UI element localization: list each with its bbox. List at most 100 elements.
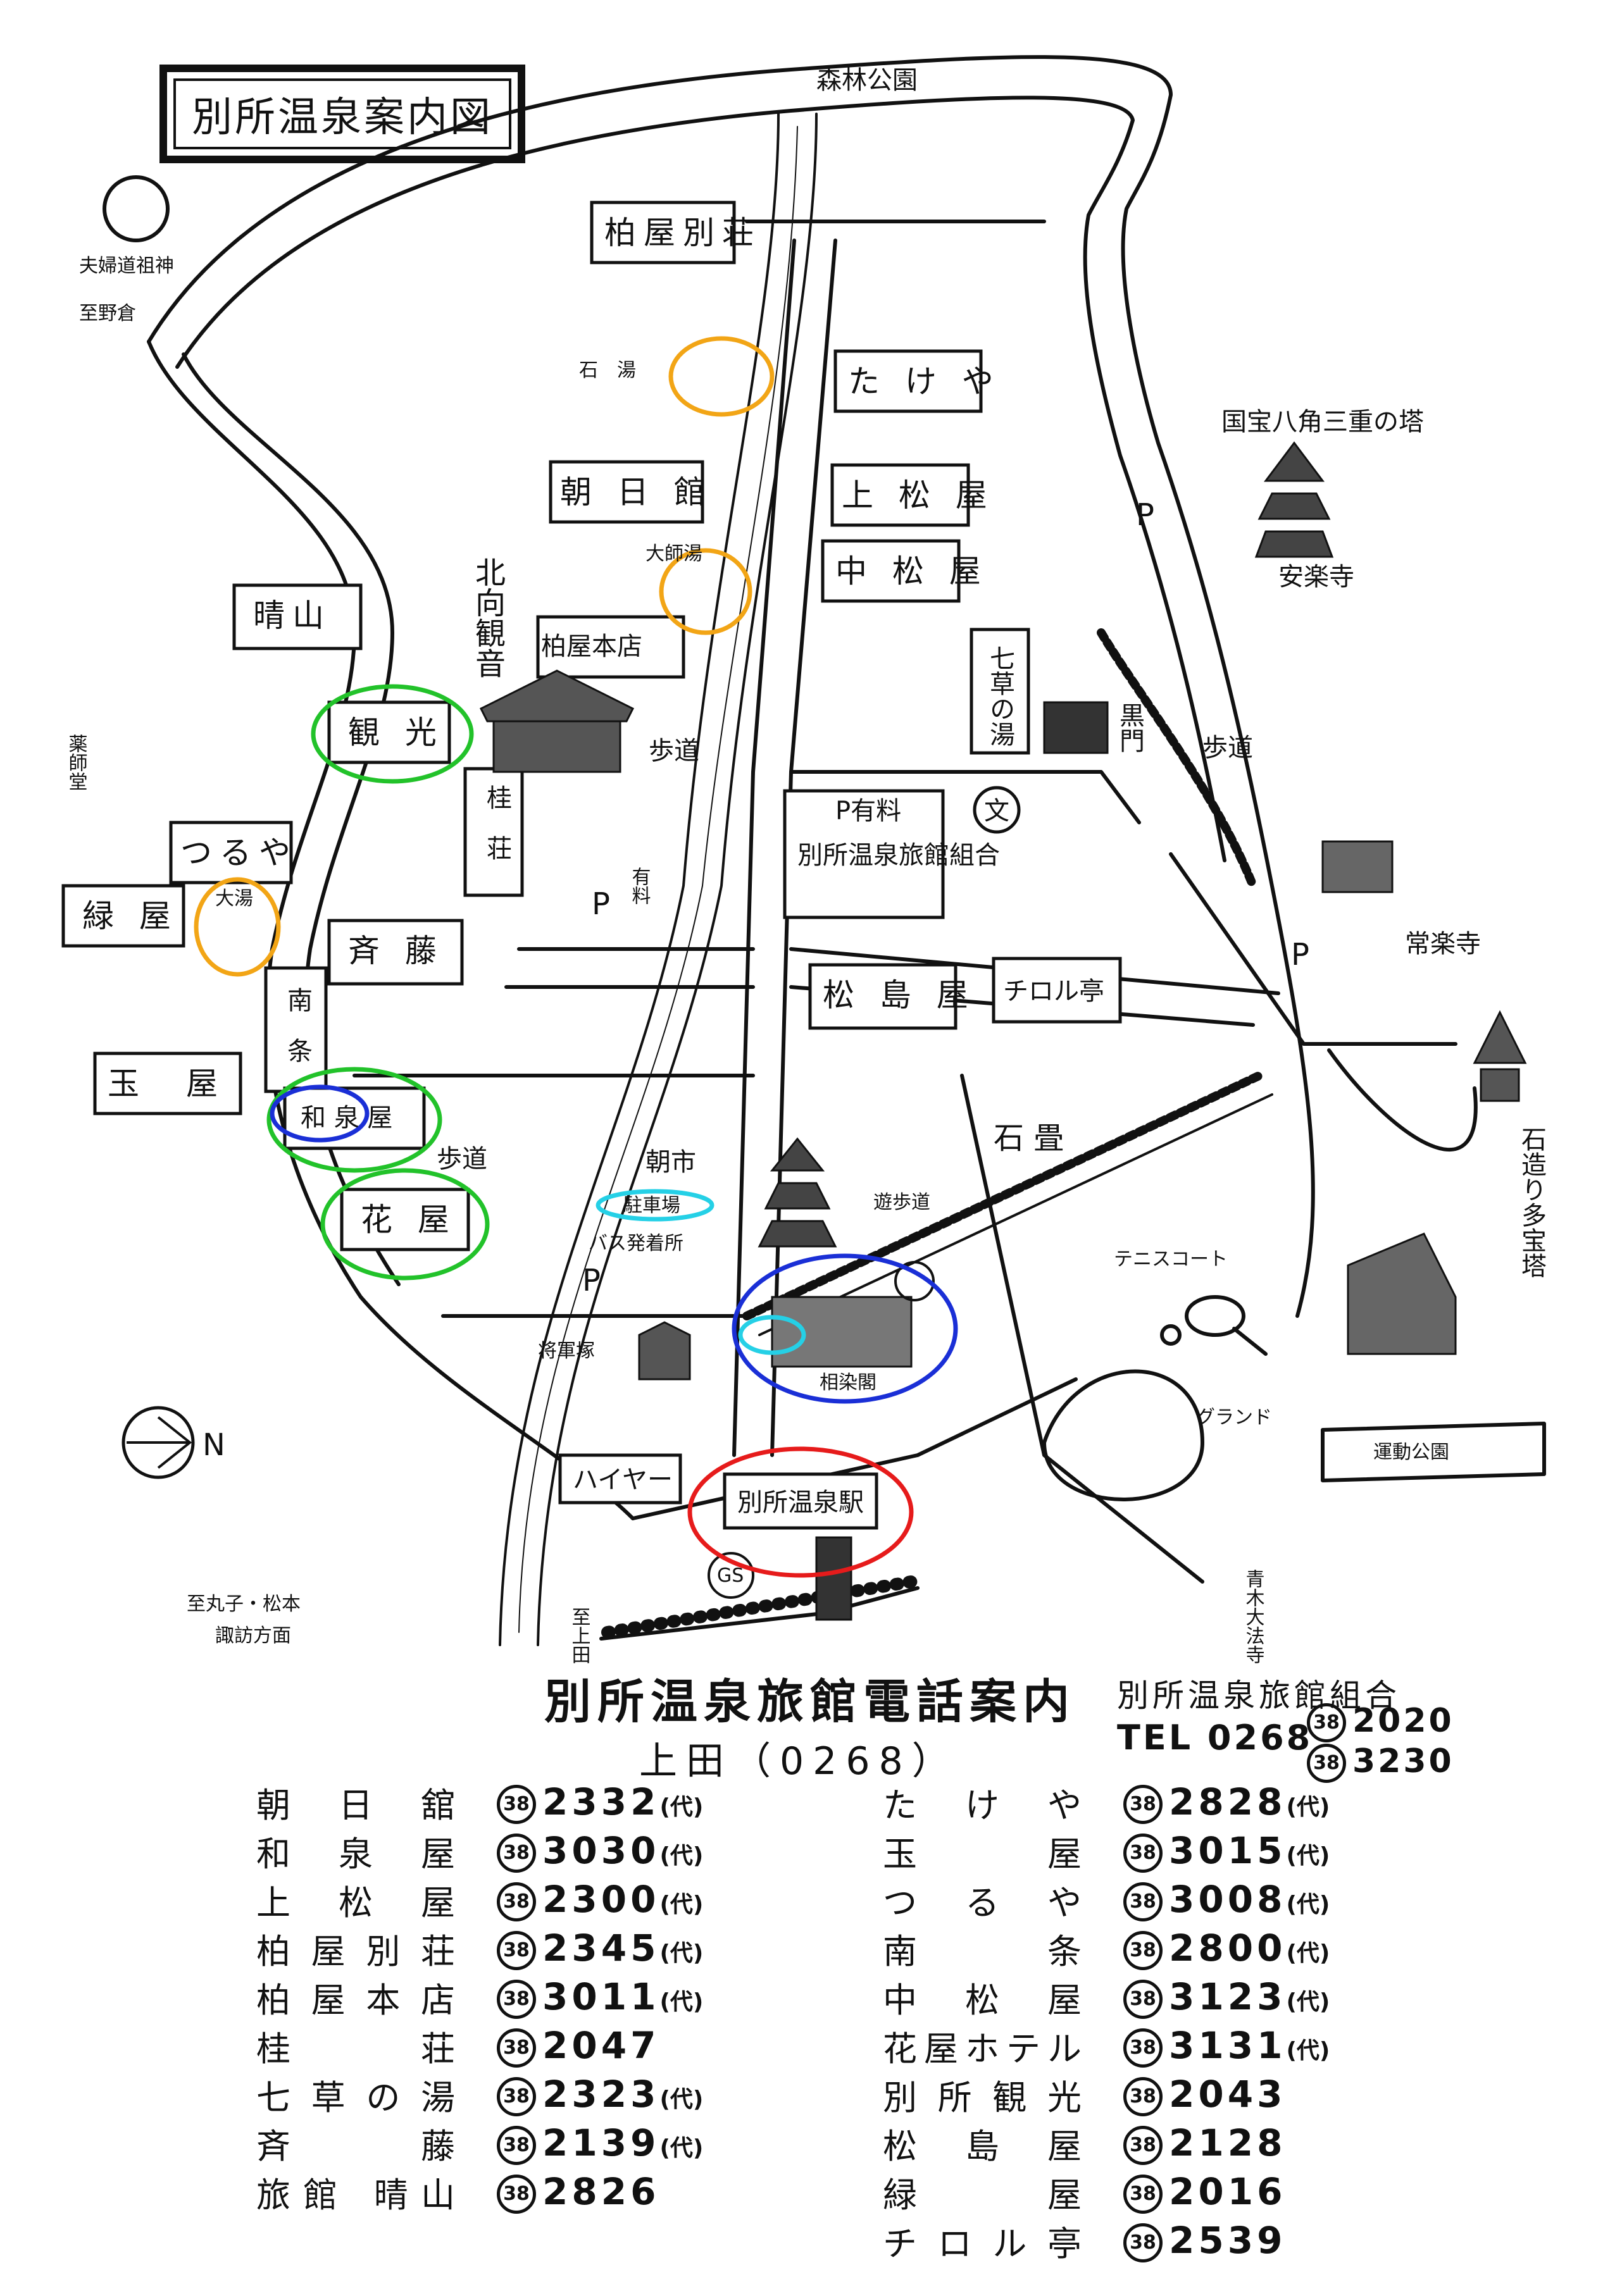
label-ishiyu: 石 湯	[579, 359, 636, 382]
ryokan-name: 朝日舘	[256, 1785, 459, 1825]
exchange-prefix: 38	[497, 1979, 536, 2019]
number-digits: 2800	[1169, 1927, 1287, 1970]
post-office-icon	[894, 1261, 935, 1301]
label-sekizou-tahoutou: 石造り多宝塔	[1517, 1126, 1547, 1278]
house-icon	[1347, 1232, 1457, 1355]
number-suffix: (代)	[659, 1989, 704, 2016]
box-nanjo	[264, 966, 328, 1093]
exchange-prefix: 38	[497, 2125, 536, 2165]
label-itaru-ueda: 至上田	[568, 1607, 590, 1664]
number-digits: 2139	[542, 2121, 660, 2165]
number-suffix: (代)	[1286, 1843, 1330, 1870]
label-anrakuji: 安楽寺	[1278, 562, 1354, 592]
label-matsushimaya: 松 島 屋	[823, 977, 976, 1014]
box-uematsuya	[830, 463, 970, 527]
number-digits: 2043	[1169, 2073, 1287, 2116]
number-suffix: (代)	[659, 1794, 704, 1821]
label-asaichi: 朝市	[646, 1148, 696, 1177]
label-saitou: 斉 藤	[348, 933, 444, 969]
number-digits: 2016	[1169, 2170, 1287, 2214]
label-suwa: 諏訪方面	[215, 1625, 291, 1647]
number-digits: 3015	[1169, 1829, 1287, 1873]
label-nanjo: 南 条	[283, 987, 312, 1063]
label-daishiyu: 大師湯	[646, 543, 702, 565]
exchange-prefix: 38	[1123, 1784, 1163, 1824]
road-east	[789, 770, 1141, 824]
road-outer-loop	[147, 55, 1315, 1318]
shogunzuka-icon	[638, 1321, 691, 1381]
box-nanakusa	[970, 628, 1030, 755]
box-asahikan	[549, 460, 704, 524]
label-itaru-nogura: 至野倉	[79, 302, 136, 325]
number-suffix: (代)	[659, 1843, 704, 1870]
green-circle-kanko	[311, 684, 474, 784]
label-p-center: P	[592, 886, 610, 922]
label-izumiya: 和 泉 屋	[301, 1103, 392, 1132]
map-title: 別所温泉案内図	[173, 78, 511, 149]
label-p-yuryo: P有料	[835, 797, 901, 826]
river-2	[537, 113, 818, 1646]
label-yuryo: 有料	[628, 867, 651, 905]
box-kashiwaya-honten	[536, 615, 685, 679]
number-digits: 3008	[1169, 1878, 1287, 1921]
ryokan-name: 上松屋	[256, 1883, 459, 1923]
orange-circle-ishiyu	[668, 336, 775, 417]
orange-circle-daishiyu	[659, 548, 752, 635]
ryokan-name: 緑屋	[883, 2175, 1085, 2215]
label-shogunzuka: 将軍塚	[538, 1340, 595, 1362]
box-midoriya	[61, 884, 185, 948]
gs-circle-icon	[708, 1552, 754, 1599]
phone-guide-title: 別所温泉旅館電話案内	[544, 1675, 1076, 1729]
number-digits: 2128	[1169, 2121, 1287, 2165]
label-yuhodo: 遊歩道	[873, 1191, 930, 1213]
road-tahoto	[1327, 1048, 1478, 1152]
label-katsurasou: 桂 荘	[482, 785, 512, 860]
onsen-map: 森林公園 夫婦道祖神 至野倉 柏屋別荘 石 湯 た け や 朝 日 館 上 松 …	[61, 55, 1547, 1664]
number-suffix: (代)	[659, 2087, 704, 2113]
box-tamaya	[93, 1052, 242, 1115]
number-suffix: (代)	[1286, 1940, 1330, 1967]
box-haruyama	[232, 583, 363, 650]
label-kashiwaya-bessou: 柏屋別荘	[604, 214, 761, 251]
label-midoriya: 緑 屋	[82, 898, 178, 934]
number-digits: 2826	[542, 2170, 660, 2214]
label-ryokan-kumiai: 別所温泉旅館組合	[797, 841, 1000, 870]
label-station: 別所温泉駅	[737, 1488, 864, 1517]
label-tamaya: 玉 屋	[108, 1065, 225, 1102]
label-p-bus: P	[582, 1263, 601, 1298]
ryokan-name: つるや	[883, 1883, 1085, 1923]
number-suffix: (代)	[1286, 2038, 1330, 2064]
exchange-prefix: 38	[1123, 2028, 1163, 2068]
label-hodo-center: 歩道	[649, 736, 699, 766]
label-chushajo: 駐車場	[623, 1195, 680, 1217]
label-souzenkaku: 相染閣	[820, 1372, 877, 1394]
exchange-prefix: 38	[1123, 2223, 1163, 2262]
box-station	[723, 1472, 878, 1530]
label-tsuruya: つるや	[180, 835, 298, 871]
number-digits: 2828	[1169, 1780, 1287, 1824]
label-hanaya: 花 屋	[361, 1201, 457, 1238]
label-ground: グランド	[1196, 1406, 1272, 1429]
label-gs: GS	[717, 1565, 744, 1587]
label-tennis: テニスコート	[1114, 1248, 1228, 1270]
box-katsurasou	[463, 767, 524, 897]
association-name: 別所温泉旅館組合	[1117, 1677, 1401, 1714]
